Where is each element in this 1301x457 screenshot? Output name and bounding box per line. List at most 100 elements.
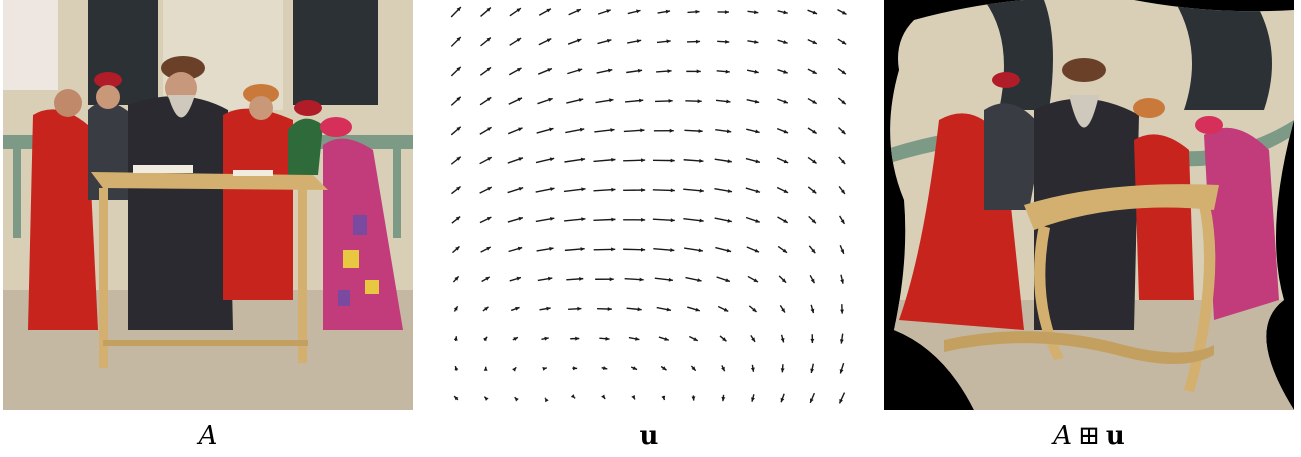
vector-arrow — [537, 276, 553, 282]
vector-arrow — [507, 187, 524, 194]
vector-arrow — [450, 126, 462, 136]
vector-arrow — [597, 9, 612, 15]
table-leg — [99, 188, 108, 368]
vector-arrow — [594, 128, 615, 133]
table-leg-warped — [1184, 205, 1216, 392]
vector-arrow — [839, 362, 845, 374]
vector-arrow — [601, 394, 606, 400]
vector-arrow — [777, 69, 788, 74]
vector-arrow — [483, 366, 488, 371]
vector-arrow — [660, 365, 667, 371]
person-red-center — [1134, 134, 1194, 300]
vector-arrow — [779, 304, 786, 313]
vector-arrow — [838, 392, 846, 404]
vector-arrow — [745, 157, 761, 164]
vector-arrow — [479, 96, 492, 106]
beard — [1069, 95, 1099, 128]
vector-arrow — [807, 9, 818, 15]
vector-arrow — [777, 98, 789, 104]
vector-arrow — [595, 277, 614, 282]
vector-arrow — [809, 392, 816, 404]
caption-symbol-u: u — [1105, 421, 1125, 451]
arrow-grid — [450, 6, 847, 404]
red-cap — [94, 72, 122, 88]
vector-arrow — [509, 7, 522, 17]
vector-arrow — [542, 367, 547, 371]
person-red-left — [28, 109, 98, 330]
vector-arrow — [601, 366, 608, 370]
vector-arrow — [624, 98, 644, 103]
face — [249, 96, 273, 120]
vector-arrow — [626, 307, 642, 312]
vector-arrow — [652, 158, 675, 163]
vector-arrow — [450, 96, 462, 106]
vector-arrow — [568, 8, 582, 16]
vector-arrow — [624, 277, 644, 282]
vector-arrow — [750, 334, 756, 343]
vector-arrow — [453, 395, 459, 401]
vector-arrow — [568, 306, 582, 311]
vector-arrow — [570, 394, 576, 399]
photo-warped — [890, 0, 1294, 410]
curtain — [3, 0, 58, 90]
vector-arrow — [837, 97, 847, 105]
vector-arrow — [655, 99, 673, 103]
vector-arrow — [508, 246, 523, 253]
vector-arrow — [481, 276, 491, 283]
vector-arrow — [567, 38, 582, 45]
vector-arrow — [721, 394, 726, 402]
vector-arrow — [450, 156, 462, 165]
vector-arrow — [538, 8, 552, 16]
vector-arrow — [538, 38, 552, 46]
vector-arrow — [840, 274, 844, 284]
vector-arrow — [593, 247, 616, 252]
vector-arrow — [689, 335, 699, 342]
vector-arrow — [512, 336, 519, 341]
beard — [168, 95, 195, 118]
vector-arrow — [715, 246, 732, 253]
vector-arrow — [451, 215, 461, 224]
vector-arrow — [717, 305, 729, 313]
vector-arrow — [536, 246, 554, 252]
person-pink-robe — [1204, 127, 1279, 321]
vector-arrow — [541, 336, 549, 341]
vector-arrow — [450, 6, 462, 18]
vector-arrow — [593, 187, 616, 192]
vector-arrow — [627, 39, 642, 44]
vector-arrow — [597, 307, 612, 311]
vector-arrow — [777, 245, 788, 254]
vector-arrow — [658, 336, 669, 341]
book — [133, 165, 193, 173]
vector-arrow — [747, 10, 759, 15]
vector-arrow — [512, 366, 517, 372]
fur-cap — [161, 56, 205, 80]
vector-arrow — [683, 188, 704, 193]
vector-arrow — [837, 9, 847, 15]
vector-arrow — [777, 39, 788, 44]
vector-arrow — [839, 245, 845, 255]
vector-arrow — [593, 217, 616, 222]
vector-arrow — [721, 365, 726, 372]
red-cap — [1195, 116, 1223, 134]
vector-arrow — [630, 366, 638, 371]
vector-arrow — [684, 129, 703, 133]
vector-arrow — [777, 216, 789, 224]
vector-arrow — [747, 40, 759, 44]
vector-arrow — [691, 395, 696, 401]
caption-boxplus-operator: ⊞ — [1078, 421, 1100, 451]
vector-arrow — [807, 127, 818, 135]
vector-arrow — [719, 335, 727, 342]
vector-arrow — [623, 128, 645, 133]
photo-original — [3, 0, 413, 410]
vector-arrow — [776, 127, 789, 134]
vector-arrow — [746, 69, 759, 74]
caption-a: A — [198, 421, 218, 451]
table-leg — [298, 188, 307, 363]
vector-arrow — [450, 66, 462, 77]
vector-arrow — [507, 216, 524, 223]
vector-arrow — [656, 69, 672, 74]
vector-arrow — [780, 393, 785, 403]
vector-arrow — [508, 67, 522, 76]
vector-arrow — [656, 39, 671, 44]
vector-arrow — [776, 186, 789, 194]
